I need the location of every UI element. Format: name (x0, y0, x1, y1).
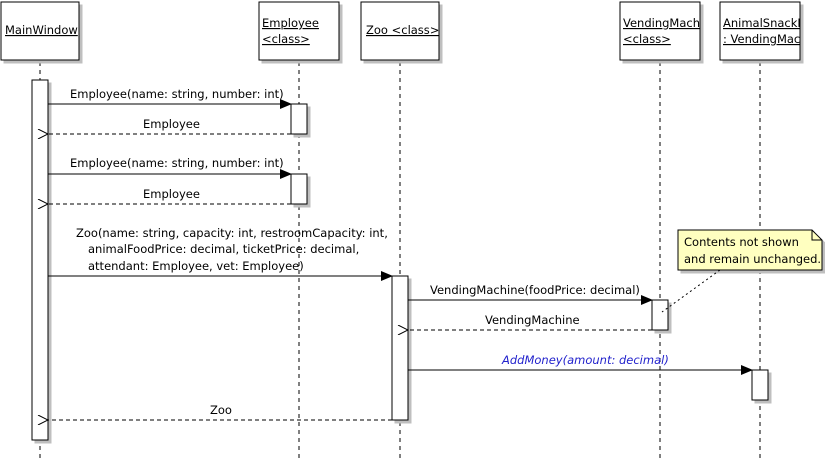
participant-animal-snack-machine[interactable]: AnimalSnackM : VendingMach (719, 1, 808, 61)
return-employee-2-label: Employee (143, 187, 200, 201)
participant-main-window-label: MainWindow (5, 23, 78, 37)
message-employee-constructor-1-label: Employee(name: string, number: int) (70, 87, 284, 101)
message-zoo-constructor-label-line3: attendant: Employee, vet: Employee) (88, 259, 304, 273)
participant-employee[interactable]: Employee <class> (258, 1, 340, 61)
note-text-line2: and remain unchanged. (684, 252, 821, 266)
activation-employee-1[interactable] (290, 103, 308, 135)
participant-employee-label: Employee (262, 16, 319, 30)
note[interactable]: Contents not shown and remain unchanged. (677, 229, 823, 271)
note-connector (661, 269, 721, 313)
message-vending-machine-constructor-label: VendingMachine(foodPrice: decimal) (430, 283, 640, 297)
message-zoo-constructor-label-line1: Zoo(name: string, capacity: int, restroo… (76, 226, 388, 240)
note-text-line1: Contents not shown (684, 235, 799, 249)
activation-animal-snack[interactable] (751, 369, 769, 401)
participant-vending-machine-stereotype: <class> (623, 32, 671, 46)
participant-vending-machine[interactable]: VendingMachi <class> (619, 1, 703, 61)
message-employee-constructor-2-label: Employee(name: string, number: int) (70, 156, 284, 170)
participant-zoo[interactable]: Zoo <class> (360, 1, 440, 61)
return-zoo-label: Zoo (210, 403, 232, 417)
participant-vending-machine-label: VendingMachi (623, 16, 703, 30)
activation-employee-2[interactable] (290, 173, 308, 205)
return-vending-machine-label: VendingMachine (485, 313, 580, 327)
participant-employee-stereotype: <class> (262, 32, 310, 46)
activation-main-window[interactable] (31, 79, 49, 441)
activation-zoo[interactable] (391, 275, 409, 421)
activation-vending-machine[interactable] (651, 299, 669, 331)
return-employee-1-label: Employee (143, 117, 200, 131)
participant-animal-snack-label: AnimalSnackM (723, 16, 807, 30)
participant-animal-snack-instance-of: : VendingMach (723, 32, 808, 46)
participant-main-window[interactable]: MainWindow (0, 1, 80, 61)
message-add-money-label: AddMoney(amount: decimal) (501, 353, 669, 367)
message-zoo-constructor-label-line2: animalFoodPrice: decimal, ticketPrice: d… (88, 242, 359, 256)
participant-zoo-label: Zoo <class> (366, 23, 439, 37)
